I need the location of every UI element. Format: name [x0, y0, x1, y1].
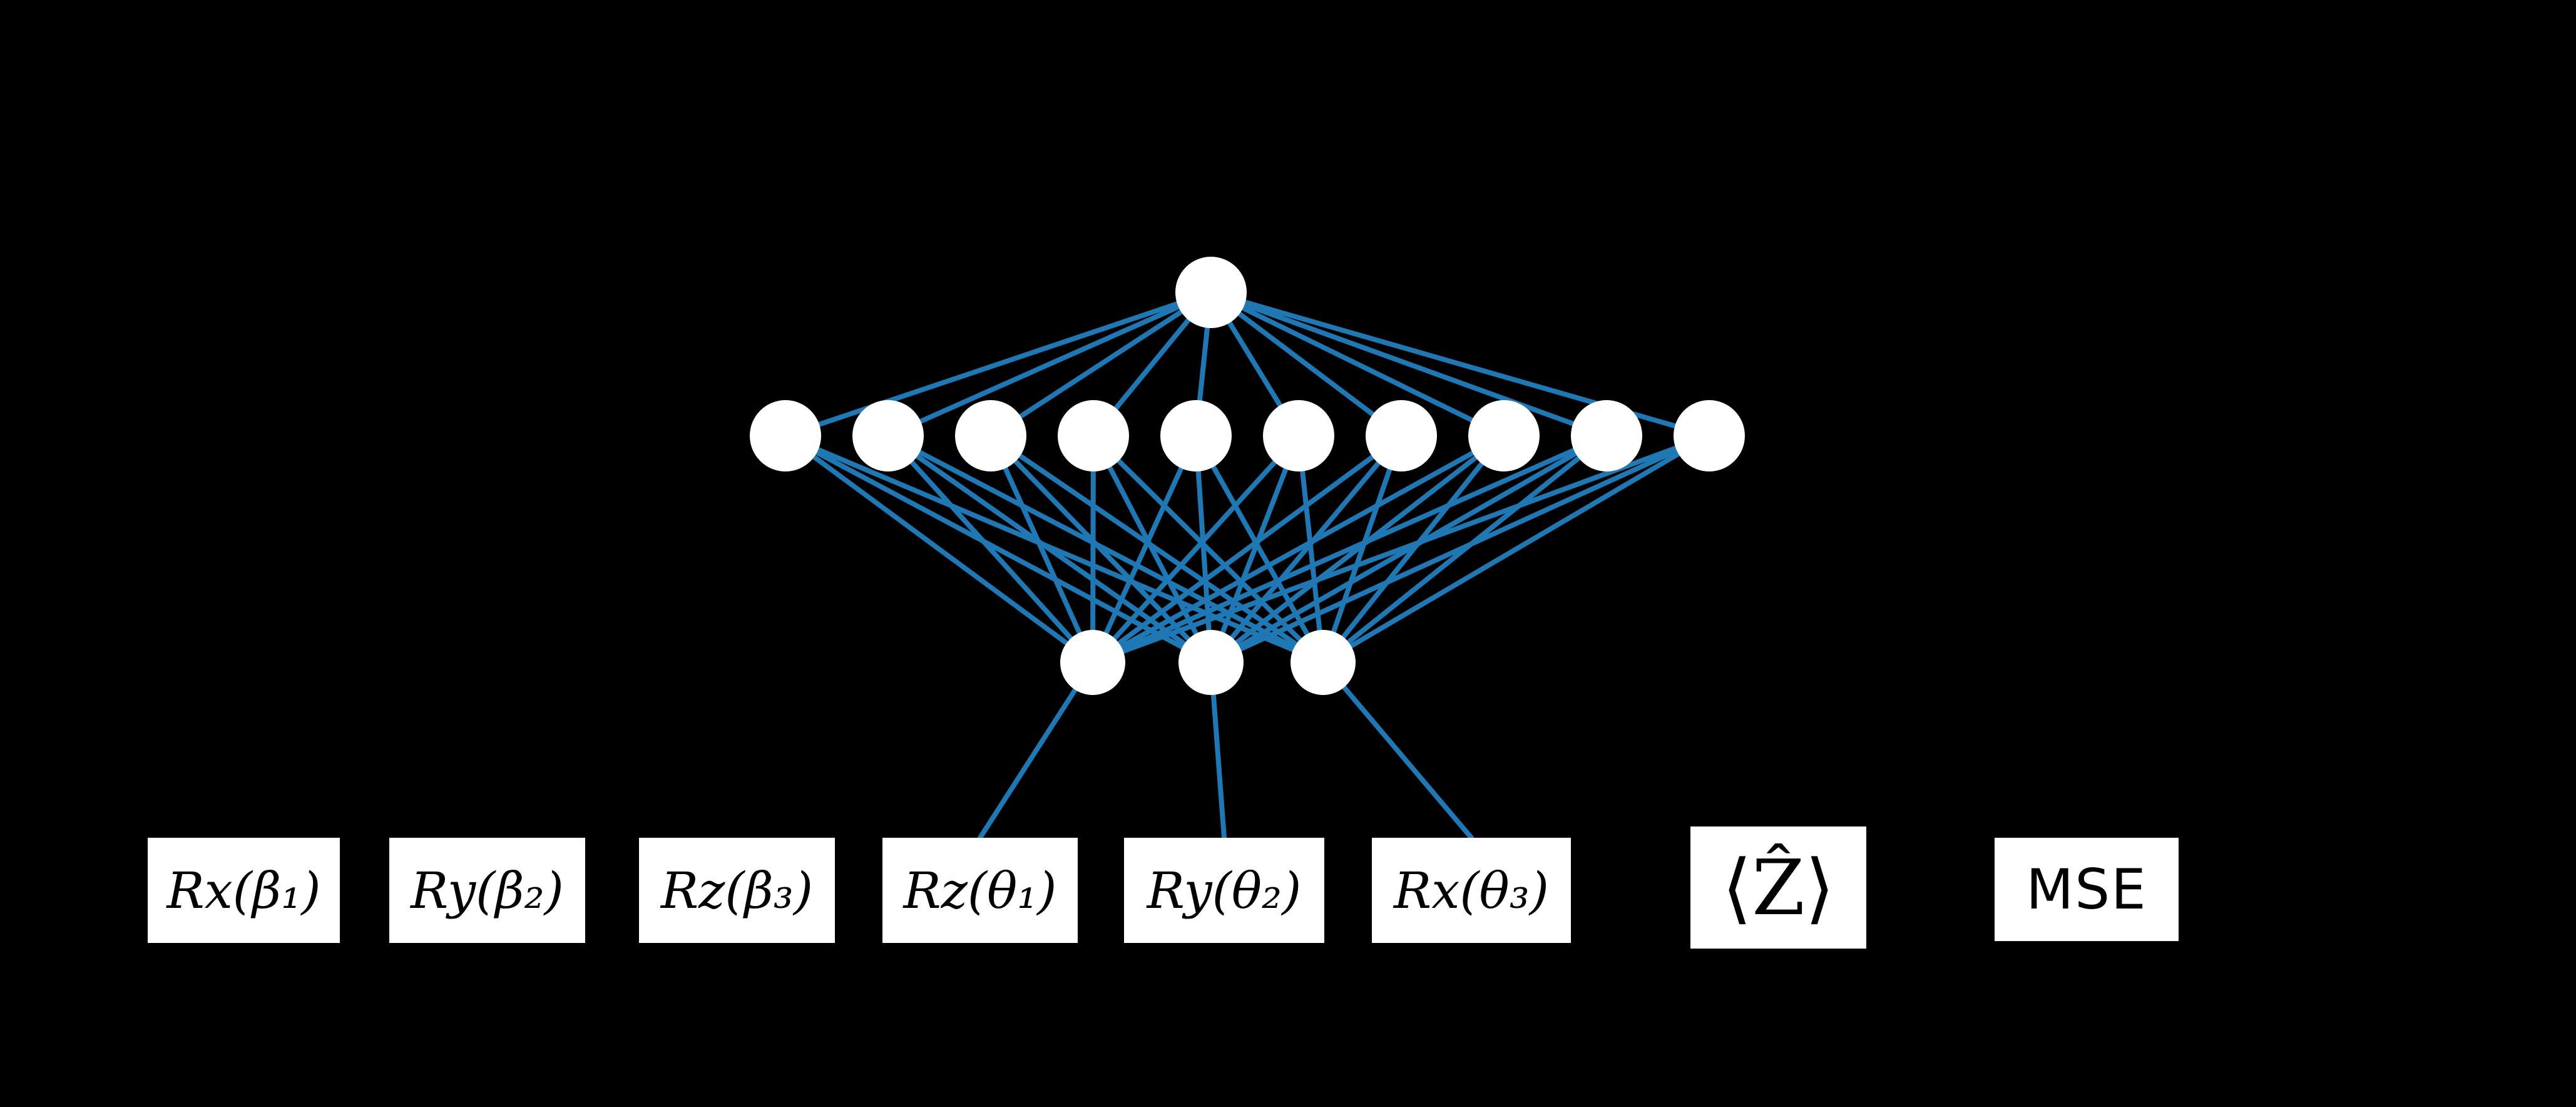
- edge-middle-bottom: [1090, 433, 1712, 665]
- edge-middle-bottom: [1193, 433, 1214, 665]
- edge-middle-bottom: [886, 433, 1095, 665]
- gate-box-ry-theta2: Ry(θ₂): [1124, 838, 1324, 943]
- gate-box-rz-beta3: Rz(β₃): [639, 838, 835, 943]
- mse-box: MSE: [1995, 838, 2179, 941]
- gate-box-label: Rz(θ₁): [903, 861, 1057, 920]
- edge-bottom-gate: [978, 660, 1095, 840]
- edge-middle-bottom: [1209, 433, 1301, 665]
- middle-node: [1058, 400, 1129, 471]
- middle-node: [1366, 400, 1437, 471]
- gate-box-label: Rx(β₁): [166, 861, 321, 920]
- edge-top-middle: [1209, 290, 1506, 438]
- bottom-node: [1291, 630, 1356, 695]
- middle-node: [750, 400, 821, 471]
- expectation-z-label: ⟨Ẑ⟩: [1722, 843, 1835, 932]
- edge-middle-bottom: [1296, 433, 1326, 665]
- gate-box-rz-theta1: Rz(θ₁): [882, 838, 1078, 943]
- edge-top-middle: [1209, 290, 1404, 438]
- edge-top-middle: [783, 290, 1214, 438]
- edge-middle-bottom: [988, 433, 1095, 665]
- top-node: [1175, 257, 1247, 328]
- edge-middle-bottom: [886, 433, 1326, 665]
- edge-top-middle: [988, 290, 1214, 438]
- middle-node: [1263, 400, 1334, 471]
- edge-top-middle: [886, 290, 1214, 438]
- bottom-node: [1178, 630, 1244, 695]
- gate-box-label: Ry(θ₂): [1147, 861, 1302, 920]
- edge-middle-bottom: [1091, 433, 1326, 665]
- edge-middle-bottom: [1090, 433, 1404, 665]
- middle-node: [1674, 400, 1745, 471]
- edge-middle-bottom: [783, 433, 1095, 665]
- edge-bottom-gate: [1321, 660, 1474, 840]
- edge-top-middle: [1209, 290, 1609, 438]
- gate-box-label: Rx(θ₃): [1393, 861, 1549, 920]
- edge-middle-bottom: [1090, 433, 1301, 665]
- bottom-node: [1060, 630, 1125, 695]
- edge-middle-bottom: [1321, 433, 1712, 665]
- edge-middle-bottom: [1090, 433, 1609, 665]
- edge-middle-bottom: [1209, 433, 1609, 665]
- edge-middle-bottom: [1090, 433, 1199, 665]
- gate-box-ry-beta2: Ry(β₂): [389, 838, 585, 943]
- edge-middle-bottom: [1090, 433, 1506, 665]
- middle-node: [1160, 400, 1232, 471]
- edge-middle-bottom: [1193, 433, 1326, 665]
- middle-node: [1571, 400, 1642, 471]
- middle-node: [852, 400, 924, 471]
- edge-middle-bottom: [988, 433, 1326, 665]
- expectation-z-box: ⟨Ẑ⟩: [1690, 826, 1866, 949]
- middle-node: [955, 400, 1026, 471]
- edge-middle-bottom: [1209, 433, 1404, 665]
- gate-box-rx-theta3: Rx(θ₃): [1372, 838, 1571, 943]
- middle-node: [1468, 400, 1540, 471]
- gate-box-label: Rz(β₃): [660, 861, 814, 920]
- mse-label: MSE: [2026, 857, 2147, 922]
- edge-middle-bottom: [1209, 433, 1506, 665]
- gate-box-label: Ry(β₂): [411, 861, 564, 920]
- edge-middle-bottom: [1209, 433, 1712, 665]
- edge-middle-bottom: [1321, 433, 1404, 665]
- gate-box-rx-beta1: Rx(β₁): [148, 838, 340, 943]
- edge-middle-bottom: [783, 433, 1326, 665]
